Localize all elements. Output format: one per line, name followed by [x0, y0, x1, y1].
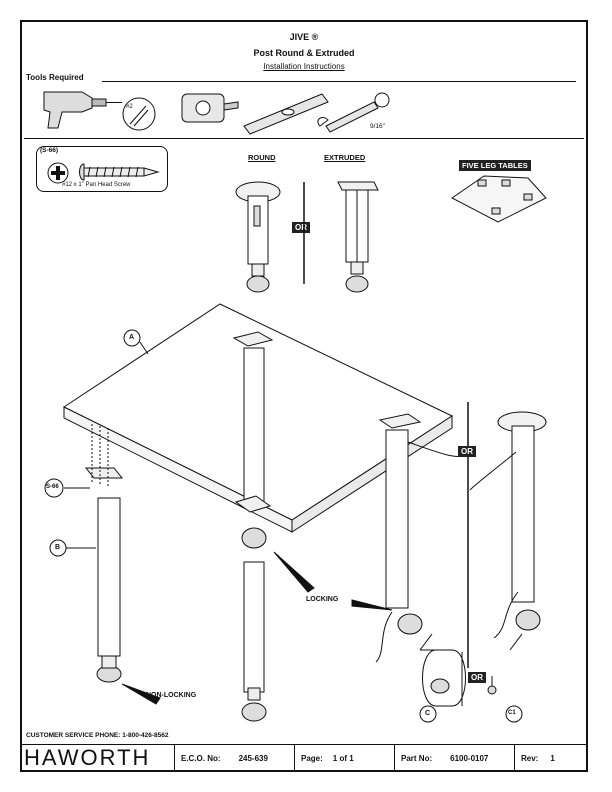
page-value: 1 of 1 [332, 753, 354, 763]
locking-post-center-icon [232, 331, 274, 722]
callout-s66: S-66 [46, 484, 59, 490]
power-drill-icon [43, 91, 122, 129]
round-post-icon [235, 181, 281, 293]
eco-label: E.C.O. No: [181, 753, 221, 763]
part-cell: Part No: 6100-0107 [394, 744, 515, 772]
extruded-post-icon [337, 181, 379, 293]
rev-cell: Rev: 1 [514, 744, 587, 772]
wrench-icon [317, 92, 390, 133]
rev-label: Rev: [521, 753, 539, 763]
extruded-post-cord-icon [469, 411, 547, 639]
customer-service-phone: CUSTOMER SERVICE PHONE: 1-800-426-8562 [26, 732, 169, 739]
callout-a: A [129, 334, 135, 341]
round-post-cord-icon [375, 413, 469, 663]
main-assembly-illustration [44, 303, 547, 723]
hardware-description: #12 x 1" Pan Head Screw [62, 182, 131, 188]
hardware-code: (S-66) [40, 147, 59, 154]
non-locking-label: NON-LOCKING [146, 692, 197, 699]
tools-divider-line [102, 81, 576, 82]
round-heading: ROUND [248, 153, 276, 162]
section-divider-line [24, 138, 584, 139]
or-badge-casters: OR [468, 672, 486, 683]
page-label: Page: [301, 753, 323, 763]
wrench-size-label: 9/16" [370, 123, 385, 130]
post-options-illustration [235, 175, 547, 293]
document-instructions-heading: Installation Instructions [263, 62, 345, 71]
callout-c1: C1 [508, 710, 516, 716]
page-cell: Page: 1 of 1 [294, 744, 395, 772]
or-badge-posts: OR [458, 446, 476, 457]
extruded-heading: EXTRUDED [324, 153, 366, 162]
callout-c: C [425, 710, 431, 717]
eco-cell: E.C.O. No: 245-639 [174, 744, 295, 772]
level-tool-icon [243, 93, 329, 135]
phillips-bit-icon [122, 97, 156, 131]
tools-illustration [43, 91, 390, 135]
tools-required-label: Tools Required [26, 73, 84, 82]
locking-label: LOCKING [306, 596, 339, 603]
part-value: 6100-0107 [450, 753, 489, 763]
eco-value: 245-639 [238, 753, 268, 763]
part-label: Part No: [401, 753, 433, 763]
caster-detail-icon [419, 633, 523, 707]
document-title: JIVE ® [289, 32, 319, 42]
rev-value: 1 [550, 753, 555, 763]
screw-illustration [47, 162, 160, 184]
five-leg-tables-badge: FIVE LEG TABLES [459, 160, 531, 171]
haworth-logo: HAWORTH [24, 745, 151, 770]
title-block: HAWORTH E.C.O. No: 245-639 Page: 1 of 1 … [20, 744, 588, 774]
or-badge-options: OR [292, 222, 310, 233]
instruction-sheet: JIVE ® Post Round & Extruded Installatio… [20, 20, 588, 772]
five-leg-table-icon [451, 175, 547, 223]
tape-measure-icon [181, 93, 239, 123]
callout-b: B [55, 544, 61, 551]
screwdriver-bit-label: #2 [126, 104, 133, 110]
hardware-box [36, 146, 168, 192]
non-locking-post-icon [84, 467, 124, 683]
document-subtitle: Post Round & Extruded [253, 48, 355, 58]
